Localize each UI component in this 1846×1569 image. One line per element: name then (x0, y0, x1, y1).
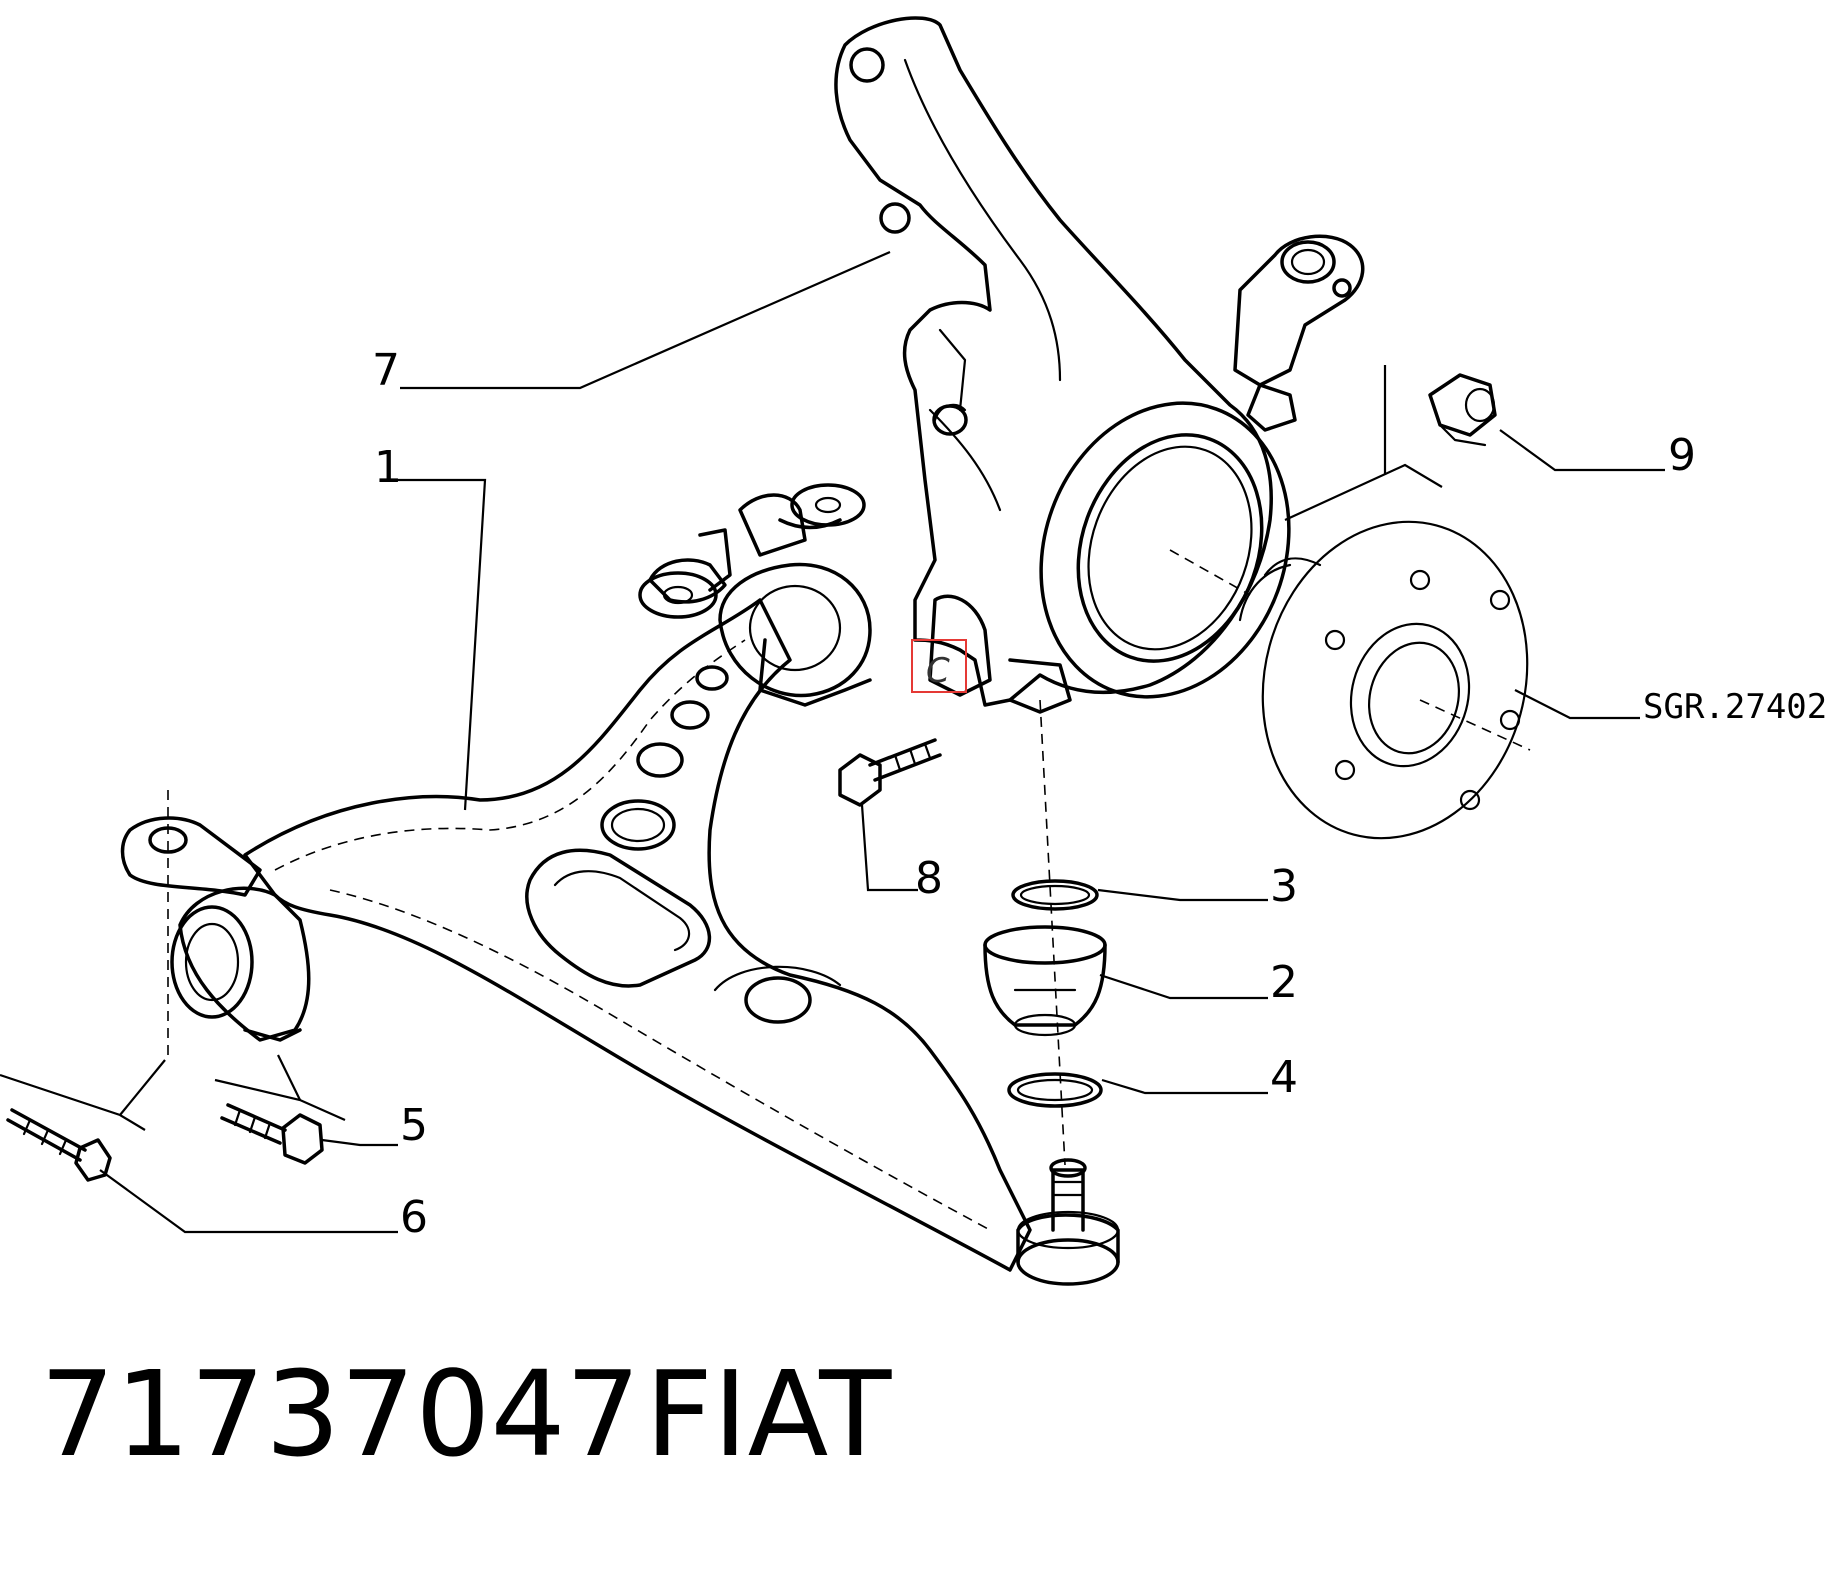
callout-8: 8 (915, 853, 943, 904)
callout-4: 4 (1270, 1052, 1298, 1103)
highlight-marker: C (911, 639, 967, 693)
hub-reference-label: SGR.27402 (1643, 687, 1827, 727)
marker-letter: C (926, 651, 950, 691)
bolt-5 (220, 1103, 324, 1165)
callout-2: 2 (1270, 957, 1298, 1008)
wheel-hub (1238, 520, 1529, 840)
center-lines (0, 365, 1531, 1166)
boot-retaining-ring (1011, 879, 1099, 911)
bolt-6 (6, 1108, 112, 1182)
front-bushing-bracket (638, 483, 872, 707)
steering-knuckle (834, 16, 1365, 714)
lower-ring (1007, 1072, 1103, 1108)
callout-5: 5 (400, 1100, 428, 1151)
lower-control-arm (243, 598, 1120, 1286)
leader-lines (99, 250, 1665, 1234)
marker-box (911, 639, 967, 693)
brand-name: FIAT (645, 1345, 892, 1483)
callout-3: 3 (1270, 861, 1298, 912)
callout-7: 7 (372, 345, 400, 396)
callout-1: 1 (374, 442, 402, 493)
rear-bushing (120, 816, 311, 1042)
callout-6: 6 (400, 1192, 428, 1243)
nut-9 (1428, 373, 1497, 447)
callout-9: 9 (1668, 430, 1696, 481)
part-number: 71737047 (40, 1345, 641, 1483)
bolt-8 (838, 738, 942, 807)
dust-boot (983, 925, 1107, 1037)
